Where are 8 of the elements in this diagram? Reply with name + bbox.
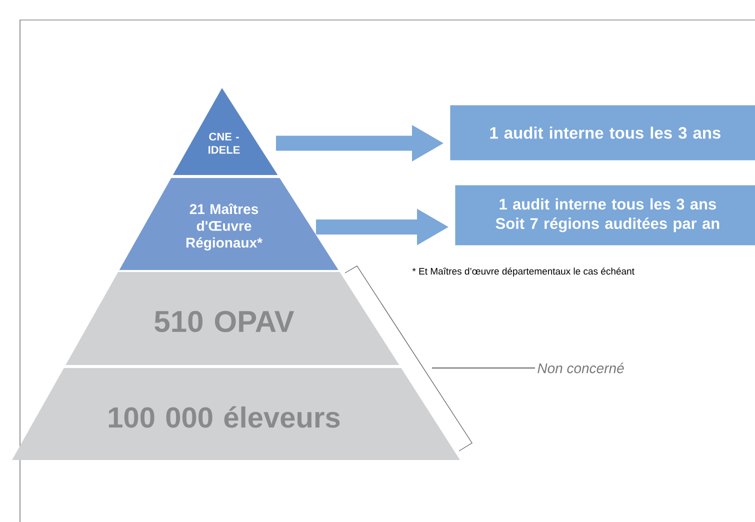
text-box: 1 audit interne tous les 3 ans <box>450 105 755 160</box>
pyramid-level: 100 000 éleveurs <box>12 368 460 460</box>
pyramid-level: 510 OPAV <box>66 272 400 365</box>
footnote: * Et Maîtres d’œuvre départementaux le cas échéant <box>412 268 634 276</box>
text-box: 1 audit interne tous les 3 ans Soit 7 régions auditées par an <box>455 185 755 246</box>
annotation-text: Non concerné <box>538 362 624 374</box>
pyramid-level: 21 Maîtres d'Œuvre Régionaux* <box>119 178 338 270</box>
pyramid-level: CNE - IDELE <box>172 88 278 175</box>
